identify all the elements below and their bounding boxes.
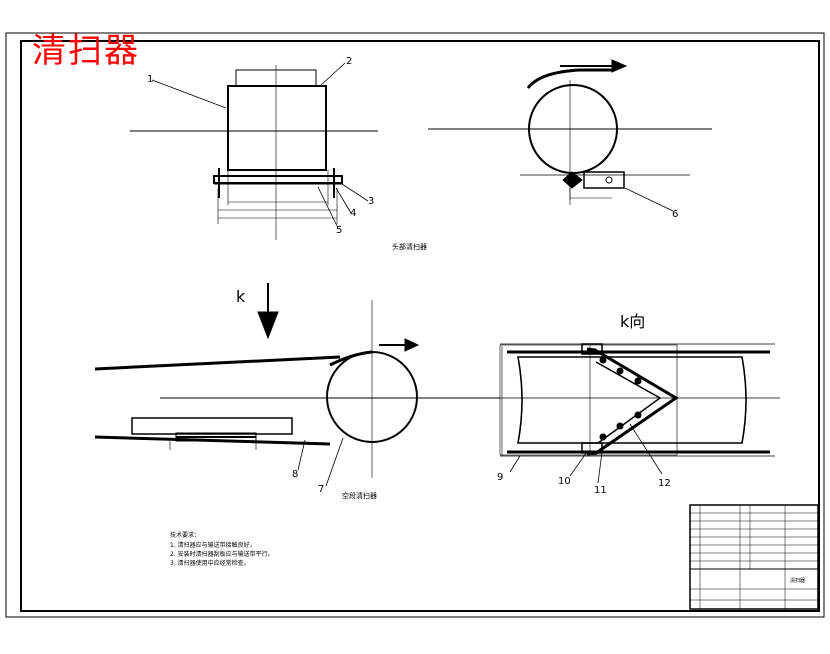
head-cleaner-side-view (130, 62, 378, 240)
title-block (689, 504, 819, 610)
outer-frame (5, 32, 825, 618)
head-cleaner-front-view (428, 59, 712, 212)
empty-section-cleaner-view (94, 283, 500, 487)
drawing-title: 清扫器 (32, 31, 140, 71)
k-direction-view (490, 343, 780, 484)
inner-frame (20, 40, 820, 612)
